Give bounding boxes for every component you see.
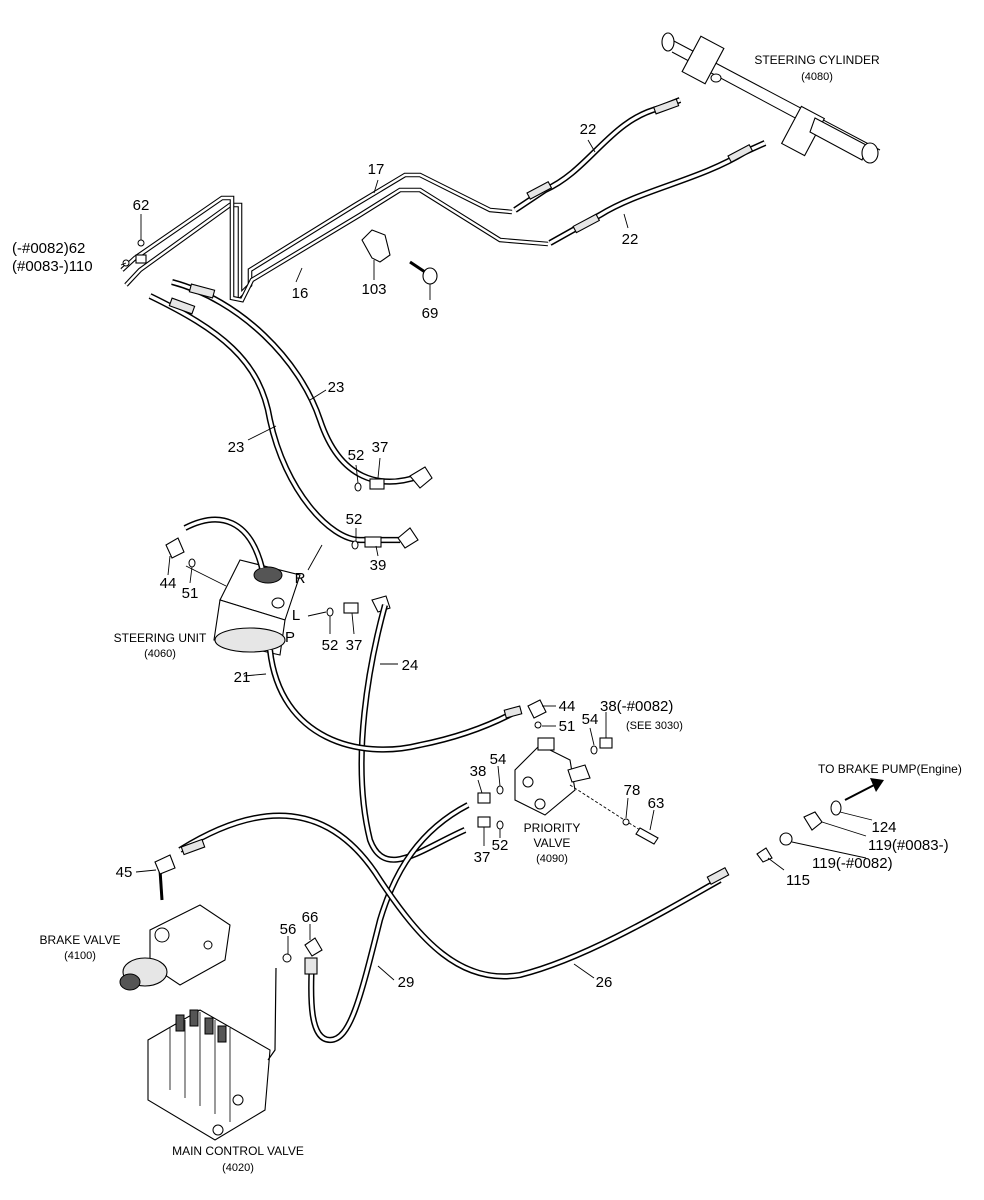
- steering-cylinder: [661, 32, 881, 164]
- callout-124: 124: [871, 819, 896, 836]
- steering-unit-label: STEERING UNIT: [114, 631, 207, 645]
- callout-63: 63: [648, 795, 665, 812]
- callouts: 17 16 22 22 62 (-#0082)62 (#0083-)110 10…: [12, 121, 949, 991]
- callout-see-3030: (SEE 3030): [626, 720, 683, 732]
- callout-78: 78: [624, 782, 641, 799]
- main-control-valve-ref: (4020): [222, 1162, 254, 1174]
- callout-51-a: 51: [182, 585, 199, 602]
- callout-22-upper: 22: [580, 121, 597, 138]
- callout-24: 24: [402, 657, 419, 674]
- callout-119-0083: 119(#0083-): [868, 837, 949, 854]
- steering-unit: [213, 559, 301, 656]
- callout-16: 16: [292, 285, 309, 302]
- hose-24: [358, 604, 467, 863]
- brake-pump-fittings: [756, 778, 884, 863]
- callout-23-right: 23: [328, 379, 345, 396]
- callout-115: 115: [786, 872, 810, 889]
- port-r: R: [295, 570, 306, 587]
- hoses-23: [148, 279, 422, 544]
- callout-52-a: 52: [348, 447, 365, 464]
- callout-62: 62: [133, 197, 150, 214]
- callout-69: 69: [422, 305, 439, 322]
- callout-45: 45: [116, 864, 133, 881]
- callout-103: 103: [361, 281, 386, 298]
- fitting-62: [137, 239, 145, 247]
- hose-21: [266, 649, 547, 753]
- steering-cylinder-label: STEERING CYLINDER: [754, 53, 880, 67]
- callout-54-b: 54: [490, 751, 507, 768]
- callout-37-a: 37: [372, 439, 389, 456]
- brake-valve: [119, 854, 231, 991]
- port-l: L: [292, 607, 300, 624]
- callout-23-left: 23: [228, 439, 245, 456]
- hose-44-51: [165, 516, 266, 569]
- callout-17: 17: [368, 161, 385, 178]
- main-control-valve-label: MAIN CONTROL VALVE: [172, 1144, 304, 1158]
- callout-38-b: 38: [470, 763, 487, 780]
- callout-37-c: 37: [474, 849, 491, 866]
- callout-44-b: 44: [559, 698, 576, 715]
- callout-54-a: 54: [582, 711, 599, 728]
- steering-cylinder-ref: (4080): [801, 71, 833, 83]
- priority-valve-label-2: VALVE: [534, 836, 571, 850]
- priority-valve-ref: (4090): [536, 853, 568, 865]
- main-control-valve: [147, 953, 292, 1141]
- brake-valve-label: BRAKE VALVE: [40, 933, 121, 947]
- callout-66: 66: [302, 909, 319, 926]
- callout-51-b: 51: [559, 718, 576, 735]
- callout-37-b: 37: [346, 637, 363, 654]
- callout-26: 26: [596, 974, 613, 991]
- callout-29: 29: [398, 974, 415, 991]
- callout-44-a: 44: [160, 575, 177, 592]
- callout-110-0083: (#0083-)110: [12, 258, 93, 275]
- callout-119-0082: 119(-#0082): [812, 855, 893, 872]
- callout-52-d: 52: [492, 837, 509, 854]
- fittings-37-39: [351, 466, 433, 550]
- callout-56: 56: [280, 921, 297, 938]
- priority-fittings: [477, 737, 613, 830]
- port-p: P: [285, 629, 295, 646]
- bolt-69: [409, 260, 438, 285]
- callout-39: 39: [370, 557, 387, 574]
- brake-valve-ref: (4100): [64, 950, 96, 962]
- callout-62-0082: (-#0082)62: [12, 240, 85, 257]
- clamp-103: [361, 229, 391, 263]
- callout-52-c: 52: [322, 637, 339, 654]
- hose-26: [178, 812, 730, 980]
- priority-valve: [514, 737, 659, 845]
- callout-21: 21: [234, 669, 251, 686]
- fitting-block: [135, 254, 147, 264]
- steering-unit-ref: (4060): [144, 648, 176, 660]
- brake-pump-label: TO BRAKE PUMP(Engine): [818, 762, 962, 776]
- callout-38-0082: 38(-#0082): [600, 698, 673, 715]
- callout-52-b: 52: [346, 511, 363, 528]
- hose-29: [304, 802, 470, 1044]
- callout-22-lower: 22: [622, 231, 639, 248]
- priority-valve-label-1: PRIORITY: [524, 821, 581, 835]
- hoses-22: [513, 97, 767, 246]
- leader-lines: [120, 139, 873, 981]
- steel-pipes: [120, 172, 549, 303]
